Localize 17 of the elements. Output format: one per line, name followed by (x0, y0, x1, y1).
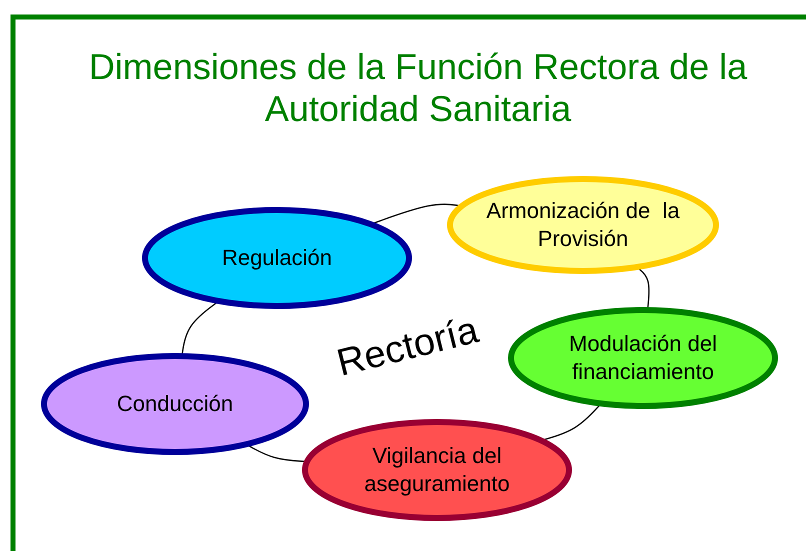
connector-line (372, 204, 461, 224)
center-label: Rectoría (332, 309, 483, 386)
node-label: Modulación del financiamiento (568, 330, 718, 386)
title: Dimensiones de la Función Rectora de la Autoridad Sanitaria (88, 46, 748, 130)
node-label: Regulación (222, 244, 332, 272)
node-label: Armonización de la Provisión (485, 197, 681, 253)
node-label: Conducción (116, 390, 234, 418)
ellipse-node (507, 306, 779, 410)
connector-line (181, 301, 218, 356)
ellipse-node (40, 352, 310, 456)
node-label: Vigilancia del aseguramiento (363, 442, 511, 498)
ellipse-node (141, 206, 413, 310)
connector-line (542, 404, 601, 441)
connector-line (247, 444, 306, 462)
connector-line (637, 267, 650, 310)
ellipse-node (301, 418, 573, 522)
ellipse-node (446, 175, 720, 275)
